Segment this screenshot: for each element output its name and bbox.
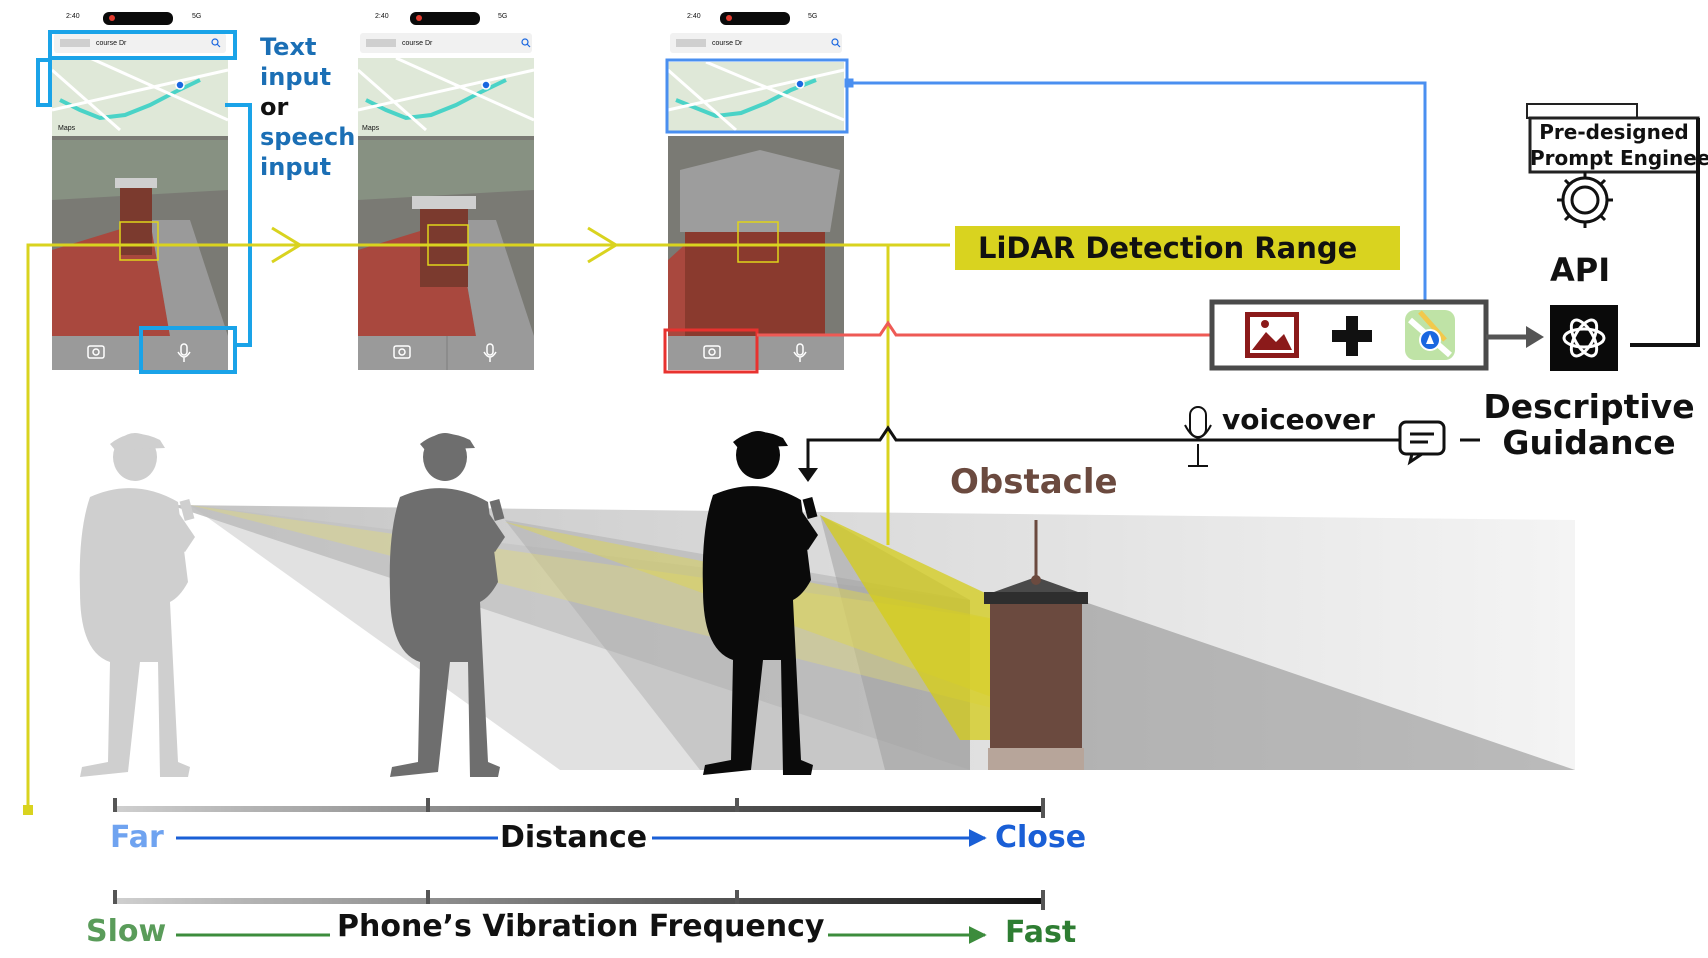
descriptive-guidance-line2: Guidance (1502, 423, 1676, 462)
map-view[interactable] (668, 62, 844, 132)
obstacle-pillar (984, 520, 1088, 770)
gear-icon (1557, 172, 1613, 228)
voiceover-arrowhead (798, 468, 818, 482)
text-input-highlight (48, 30, 237, 60)
microphone-icon (483, 343, 497, 362)
prompt-engineering-box (1526, 103, 1700, 174)
vibration-fast-label: Fast (1005, 915, 1077, 950)
vibration-scale (113, 890, 1045, 935)
vibration-frequency-label: Phone’s Vibration Frequency (337, 909, 825, 944)
phone-screen-1 (50, 5, 230, 385)
phone-screen-2 (355, 5, 535, 385)
map-credit: Maps (58, 125, 76, 132)
voiceover-flow-line (806, 425, 1400, 468)
scene (79, 431, 1575, 777)
search-bar[interactable] (360, 33, 532, 53)
obstacle-label: Obstacle (950, 462, 1118, 502)
search-icon (831, 38, 841, 48)
mic-button[interactable] (448, 336, 534, 370)
prompt-engineering-line1: Pre-designed (1539, 120, 1689, 144)
speech-input-label: speech (260, 123, 356, 151)
plus-icon (1332, 316, 1372, 356)
status-time: 2:40 (66, 13, 80, 20)
lidar-flow-line (26, 226, 950, 810)
mic-button[interactable] (758, 336, 844, 370)
image-icon (1245, 312, 1299, 358)
camera-icon (87, 345, 105, 359)
distance-scale (113, 798, 1045, 838)
search-text: course Dr (96, 40, 127, 47)
image-plus-map-box (1209, 299, 1489, 371)
search-icon (211, 38, 221, 48)
flow-arrow-to-api (1486, 326, 1544, 348)
microphone-icon (177, 343, 191, 362)
or-label: or (260, 93, 289, 121)
camera-button[interactable] (668, 336, 756, 370)
descriptive-guidance-line1: Descriptive (1483, 387, 1695, 426)
text-input-label-2: input (260, 63, 332, 91)
lidar-detection-label: LiDAR Detection Range (978, 231, 1358, 265)
person-mid (389, 433, 505, 777)
search-text: course Dr (402, 40, 433, 47)
person-close (702, 431, 818, 775)
chatgpt-logo (1550, 305, 1618, 371)
status-signal: 5G (808, 13, 818, 20)
distance-label: Distance (500, 820, 648, 855)
prompt-engineering-line2: Prompt Engineering (1530, 146, 1708, 170)
camera-flow-line (663, 320, 1210, 374)
text-input-label: Text (260, 33, 317, 61)
phone-screen-3 (665, 5, 845, 385)
chat-bubble-icon (1398, 420, 1446, 466)
map-flow-line (665, 58, 1427, 308)
search-bar[interactable] (670, 33, 842, 53)
speech-input-label-2: input (260, 153, 332, 181)
lidar-endpoint (23, 805, 33, 815)
api-label: API (1550, 251, 1611, 289)
prompt-flow-line (1630, 118, 1700, 347)
maps-app-icon (1405, 310, 1455, 360)
distance-close-label: Close (995, 820, 1087, 855)
search-text: course Dr (712, 40, 743, 47)
camera-button[interactable] (358, 336, 446, 370)
vibration-slow-label: Slow (86, 914, 167, 949)
person-far (79, 433, 195, 777)
camera-icon (393, 345, 411, 359)
camera-icon (703, 345, 721, 359)
status-signal: 5G (192, 13, 202, 20)
camera-button[interactable] (52, 336, 140, 370)
microphone-icon (1184, 406, 1212, 467)
lidar-label-box (955, 226, 1400, 270)
status-time: 2:40 (687, 13, 701, 20)
map-view[interactable] (52, 58, 228, 136)
mic-button[interactable] (142, 336, 228, 370)
input-highlight (36, 30, 252, 374)
search-bar[interactable] (54, 33, 226, 53)
microphone-icon (793, 343, 807, 362)
search-icon (521, 38, 531, 48)
status-signal: 5G (498, 13, 508, 20)
lidar-beam-close (820, 515, 1000, 740)
status-time: 2:40 (375, 13, 389, 20)
wall-shadow (1050, 590, 1575, 770)
map-view[interactable] (358, 58, 534, 136)
speech-input-highlight (139, 326, 237, 374)
map-credit: Maps (362, 125, 380, 132)
voiceover-label: voiceover (1222, 403, 1375, 436)
distance-far-label: Far (110, 820, 164, 855)
camera-capture-highlight (663, 328, 759, 374)
